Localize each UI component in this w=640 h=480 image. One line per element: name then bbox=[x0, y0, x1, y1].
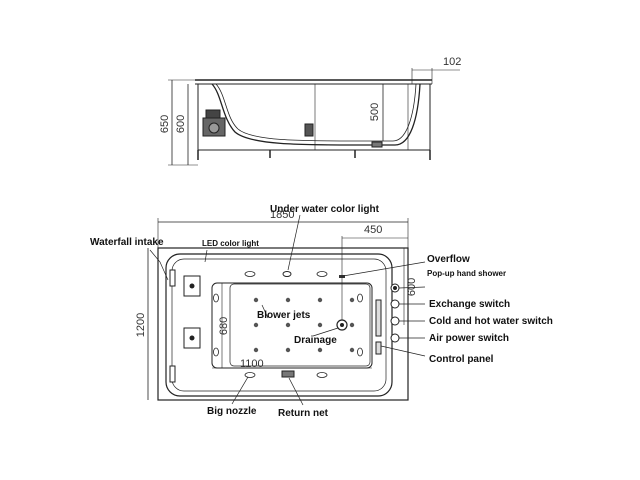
blower-jets-group bbox=[253, 297, 355, 353]
side-jets-group bbox=[213, 271, 363, 378]
dim-height-outer: 650 bbox=[159, 115, 171, 133]
dim-top-right: 102 bbox=[443, 56, 461, 68]
label-big-nozzle: Big nozzle bbox=[207, 406, 257, 417]
top-view: 1850 1200 680 1100 450 600 bbox=[135, 209, 426, 406]
label-exchange-switch: Exchange switch bbox=[429, 299, 510, 310]
label-return-net: Return net bbox=[278, 408, 329, 419]
dim-inner-width: 680 bbox=[218, 317, 230, 335]
pump-motor-icon bbox=[202, 109, 226, 137]
label-control-panel: Control panel bbox=[429, 354, 494, 365]
return-net-icon bbox=[281, 370, 295, 378]
label-waterfall-intake: Waterfall intake bbox=[90, 237, 164, 248]
label-cold-hot-water-switch: Cold and hot water switch bbox=[429, 316, 553, 327]
control-knobs bbox=[390, 283, 400, 343]
dim-height-inner: 600 bbox=[175, 115, 187, 133]
dim-offset-x: 450 bbox=[364, 224, 382, 236]
under-water-light-icon bbox=[282, 271, 292, 277]
dim-length: 1850 bbox=[270, 209, 294, 221]
dim-depth: 500 bbox=[369, 103, 381, 121]
label-blower-jets: Blower jets bbox=[257, 310, 311, 321]
side-view: 650 600 500 102 bbox=[159, 56, 461, 166]
label-led-color-light: LED color light bbox=[202, 239, 259, 248]
dim-width: 1200 bbox=[135, 313, 147, 337]
dim-offset-y: 600 bbox=[406, 278, 418, 296]
label-popup-hand-shower: Pop-up hand shower bbox=[427, 269, 506, 278]
label-air-power-switch: Air power switch bbox=[429, 333, 509, 344]
callout-labels: Waterfall intake LED color light Under w… bbox=[90, 204, 553, 419]
label-under-water-color-light: Under water color light bbox=[270, 204, 380, 215]
label-drainage: Drainage bbox=[294, 335, 337, 346]
dim-inner-length: 1100 bbox=[240, 358, 264, 370]
label-overflow: Overflow bbox=[427, 254, 470, 265]
